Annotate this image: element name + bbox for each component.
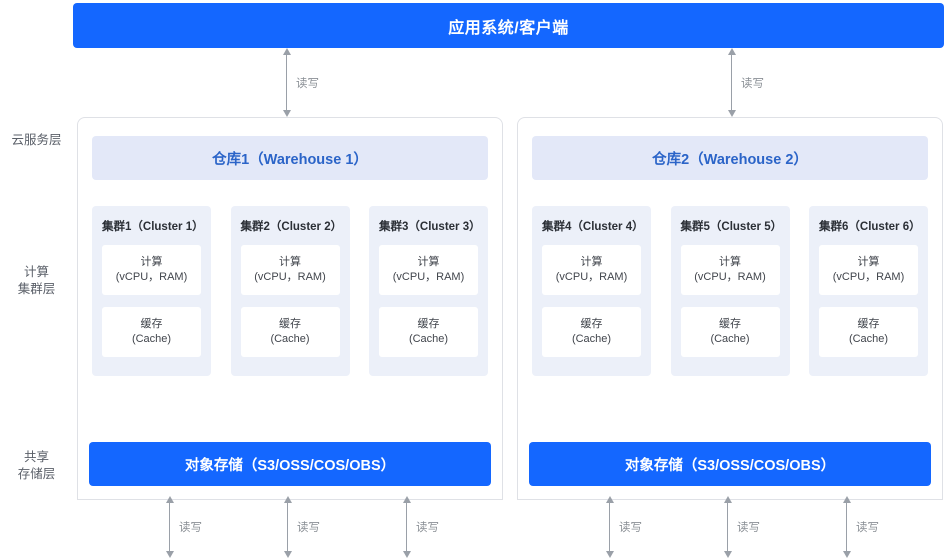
compute-resource-card: 计算 (vCPU，RAM)	[379, 245, 478, 295]
cluster-row-warehouse-1: 集群1（Cluster 1） 计算 (vCPU，RAM) 缓存 (Cache) …	[92, 206, 488, 376]
arrow-head-down-icon	[723, 551, 732, 558]
cluster-card-6[interactable]: 集群6（Cluster 6） 计算 (vCPU，RAM) 缓存 (Cache)	[809, 206, 928, 376]
cache-resource-card: 缓存 (Cache)	[680, 307, 780, 357]
warehouse-title: 仓库1（Warehouse 1）	[212, 151, 368, 168]
cache-label: 缓存	[417, 318, 440, 330]
compute-spec: (vCPU，RAM)	[254, 271, 326, 283]
read-write-label: 读写	[297, 522, 320, 534]
read-write-label: 读写	[741, 77, 764, 90]
arrow-head-down-icon	[402, 551, 411, 558]
cache-spec: (Cache)	[270, 333, 310, 345]
compute-resource-card: 计算 (vCPU，RAM)	[240, 245, 340, 295]
compute-label: 计算	[140, 256, 163, 268]
read-write-label: 读写	[179, 522, 202, 534]
cluster-title: 集群1（Cluster 1）	[102, 221, 204, 233]
cache-spec: (Cache)	[848, 333, 889, 345]
cluster-title: 集群4（Cluster 4）	[542, 221, 644, 233]
cache-label: 缓存	[279, 318, 301, 330]
cluster-title: 集群6（Cluster 6）	[819, 221, 921, 233]
arrow-head-up-icon	[282, 48, 291, 55]
compute-resource-card: 计算 (vCPU，RAM)	[102, 245, 201, 295]
object-storage-title: 对象存储（S3/OSS/COS/OBS）	[624, 457, 836, 474]
warehouse-title: 仓库2（Warehouse 2）	[652, 151, 808, 168]
read-write-arrow-warehouse-2: 读写	[727, 48, 764, 117]
read-write-arrow-cluster-3: 读写	[402, 496, 439, 558]
cluster-card-1[interactable]: 集群1（Cluster 1） 计算 (vCPU，RAM) 缓存 (Cache)	[92, 206, 211, 376]
arrow-head-up-icon	[727, 48, 736, 55]
arrow-head-down-icon	[283, 551, 292, 558]
warehouse-panel-2: 仓库2（Warehouse 2） 集群4（Cluster 4） 计算 (vCPU…	[517, 117, 943, 558]
compute-label: 计算	[279, 256, 301, 268]
cache-resource-card: 缓存 (Cache)	[102, 307, 201, 357]
compute-resource-card: 计算 (vCPU，RAM)	[819, 245, 918, 295]
arrow-shaft	[845, 503, 848, 551]
cache-resource-card: 缓存 (Cache)	[819, 307, 918, 357]
compute-spec: (vCPU，RAM)	[115, 271, 188, 283]
arrow-shaft	[286, 503, 289, 551]
stage-label-compute-cluster-layer: 计算 集群层	[17, 265, 56, 296]
cache-label: 缓存	[857, 318, 880, 330]
arrow-shaft	[608, 503, 611, 551]
arrow-shaft	[726, 503, 729, 551]
warehouse-panel-1: 仓库1（Warehouse 1） 集群1（Cluster 1） 计算 (vCPU…	[77, 117, 503, 558]
read-write-arrow-cluster-1: 读写	[165, 496, 202, 558]
arrow-head-down-icon	[727, 110, 736, 117]
cache-resource-card: 缓存 (Cache)	[542, 307, 641, 357]
read-write-arrow-cluster-5: 读写	[723, 496, 760, 558]
read-write-label: 读写	[856, 522, 879, 534]
arrow-head-down-icon	[165, 551, 174, 558]
compute-label: 计算	[857, 256, 880, 268]
cluster-row-warehouse-2: 集群4（Cluster 4） 计算 (vCPU，RAM) 缓存 (Cache) …	[532, 206, 928, 376]
object-storage-title: 对象存储（S3/OSS/COS/OBS）	[184, 457, 396, 474]
arrow-shaft	[285, 55, 288, 110]
compute-spec: (vCPU，RAM)	[694, 271, 766, 283]
read-write-label: 读写	[619, 522, 642, 534]
object-storage-bar-1: 对象存储（S3/OSS/COS/OBS）	[89, 442, 491, 486]
arrow-head-down-icon	[605, 551, 614, 558]
arrow-shaft	[730, 55, 733, 110]
cache-resource-card: 缓存 (Cache)	[240, 307, 340, 357]
cluster-card-3[interactable]: 集群3（Cluster 3） 计算 (vCPU，RAM) 缓存 (Cache)	[369, 206, 488, 376]
cluster-title: 集群2（Cluster 2）	[240, 221, 343, 233]
read-write-arrow-cluster-6: 读写	[842, 496, 879, 558]
arrow-shaft	[405, 503, 408, 551]
cache-label: 缓存	[580, 318, 603, 330]
compute-label: 计算	[580, 256, 603, 268]
cluster-card-4[interactable]: 集群4（Cluster 4） 计算 (vCPU，RAM) 缓存 (Cache)	[532, 206, 651, 376]
cache-label: 缓存	[140, 318, 163, 330]
application-client-title: 应用系统/客户端	[448, 19, 569, 37]
arrow-head-down-icon	[842, 551, 851, 558]
read-write-label: 读写	[416, 522, 439, 534]
cluster-card-5[interactable]: 集群5（Cluster 5） 计算 (vCPU，RAM) 缓存 (Cache)	[670, 206, 790, 376]
cluster-card-2[interactable]: 集群2（Cluster 2） 计算 (vCPU，RAM) 缓存 (Cache)	[230, 206, 350, 376]
object-storage-bar-2: 对象存储（S3/OSS/COS/OBS）	[529, 442, 931, 486]
cache-label: 缓存	[719, 318, 741, 330]
compute-spec: (vCPU，RAM)	[832, 271, 905, 283]
cache-resource-card: 缓存 (Cache)	[379, 307, 478, 357]
compute-label: 计算	[719, 256, 741, 268]
cache-spec: (Cache)	[408, 333, 449, 345]
read-write-label: 读写	[737, 522, 760, 534]
compute-spec: (vCPU，RAM)	[555, 271, 628, 283]
read-write-arrow-warehouse-1: 读写	[282, 48, 319, 117]
compute-label: 计算	[417, 256, 440, 268]
warehouse-header-1: 仓库1（Warehouse 1）	[92, 136, 488, 180]
cache-spec: (Cache)	[571, 333, 612, 345]
read-write-arrow-cluster-4: 读写	[605, 496, 642, 558]
application-client-bar: 应用系统/客户端	[73, 3, 944, 48]
stage-label-shared-storage-layer: 共享 存储层	[17, 450, 56, 481]
read-write-arrow-cluster-2: 读写	[283, 496, 320, 558]
warehouse-header-2: 仓库2（Warehouse 2）	[532, 136, 928, 180]
arrow-head-down-icon	[282, 110, 291, 117]
compute-resource-card: 计算 (vCPU，RAM)	[542, 245, 641, 295]
cluster-title: 集群3（Cluster 3）	[379, 221, 481, 233]
stage-label-cloud-service-layer: 云服务层	[11, 133, 62, 147]
cache-spec: (Cache)	[131, 333, 172, 345]
cache-spec: (Cache)	[710, 333, 750, 345]
compute-spec: (vCPU，RAM)	[392, 271, 465, 283]
cluster-title: 集群5（Cluster 5）	[680, 221, 783, 233]
compute-resource-card: 计算 (vCPU，RAM)	[680, 245, 780, 295]
arrow-shaft	[168, 503, 171, 551]
read-write-label: 读写	[296, 77, 319, 90]
